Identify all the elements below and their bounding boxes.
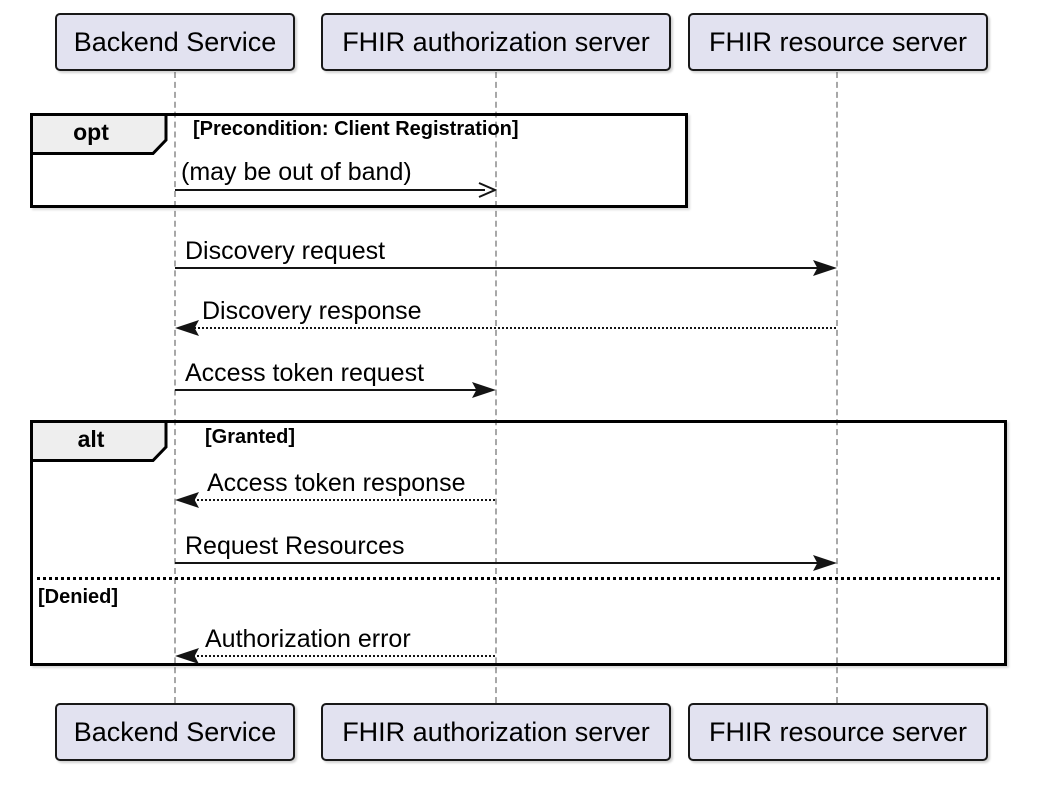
- alt-denied-condition-label: [Denied]: [38, 586, 118, 608]
- message-label: Authorization error: [205, 625, 411, 653]
- alt-fragment: alt: [30, 420, 1007, 666]
- message-line: [178, 327, 836, 329]
- lifeline-fhir-authorization-server: [495, 72, 497, 703]
- message-line: [175, 267, 830, 269]
- alt-granted-condition-label: [Granted]: [205, 426, 295, 448]
- opt-fragment-tab: [30, 113, 168, 155]
- message-line: [175, 562, 830, 564]
- lifeline-backend-service: [174, 72, 176, 703]
- opt-condition-label: [Precondition: Client Registration]: [193, 118, 519, 140]
- participant-label: Backend Service: [73, 26, 277, 57]
- alt-divider: [30, 577, 1007, 580]
- message-label: Access token response: [207, 469, 466, 497]
- message-line: [178, 499, 495, 501]
- message-label: Request Resources: [185, 532, 405, 560]
- participant-label: FHIR authorization server: [342, 26, 650, 57]
- participant-label: FHIR resource server: [708, 26, 968, 57]
- participant-top-fhir-authorization-server: FHIR authorization server: [321, 13, 671, 71]
- opt-fragment: opt: [30, 113, 688, 208]
- message-label: Discovery request: [185, 237, 386, 265]
- opt-operator-label: opt: [73, 119, 109, 145]
- participant-top-backend-service: Backend Service: [55, 13, 295, 71]
- participant-label: FHIR resource server: [708, 716, 968, 747]
- participant-label: Backend Service: [73, 716, 277, 747]
- participant-bottom-fhir-resource-server: FHIR resource server: [688, 703, 988, 761]
- lifeline-fhir-resource-server: [836, 72, 838, 703]
- participant-top-fhir-resource-server: FHIR resource server: [688, 13, 988, 71]
- alt-operator-label: alt: [77, 426, 105, 452]
- participant-bottom-backend-service: Backend Service: [55, 703, 295, 761]
- participant-label: FHIR authorization server: [342, 716, 650, 747]
- message-label: (may be out of band): [181, 158, 412, 186]
- message-line: [175, 389, 490, 391]
- message-label: Access token request: [185, 359, 425, 387]
- message-label: Discovery response: [202, 297, 422, 325]
- participant-bottom-fhir-authorization-server: FHIR authorization server: [321, 703, 671, 761]
- message-line: [175, 189, 485, 191]
- message-line: [178, 655, 495, 657]
- open-arrowhead-icon: [478, 182, 497, 198]
- alt-fragment-tab: [30, 420, 168, 462]
